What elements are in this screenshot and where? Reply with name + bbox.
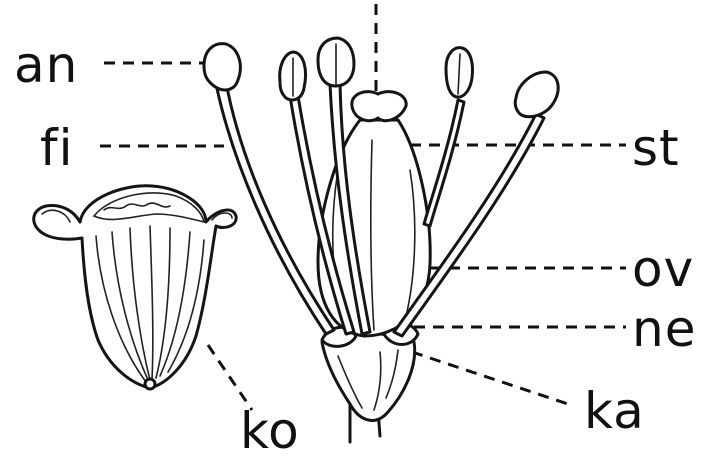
leader-ko	[208, 345, 252, 410]
flower-drawing	[204, 38, 558, 442]
label-ne: ne	[632, 300, 696, 358]
label-an: an	[14, 36, 78, 94]
anther-1	[204, 44, 240, 90]
filament-4	[424, 100, 464, 226]
corolla-base	[145, 379, 155, 389]
label-ov: ov	[632, 240, 694, 298]
label-fi: fi	[40, 119, 74, 177]
leader-ka	[412, 352, 574, 406]
label-ka: ka	[584, 382, 645, 440]
corolla-drawing	[34, 186, 236, 389]
stigma	[352, 92, 406, 121]
label-ko: ko	[240, 402, 300, 457]
label-st: st	[632, 119, 680, 177]
anther-5	[515, 72, 558, 117]
